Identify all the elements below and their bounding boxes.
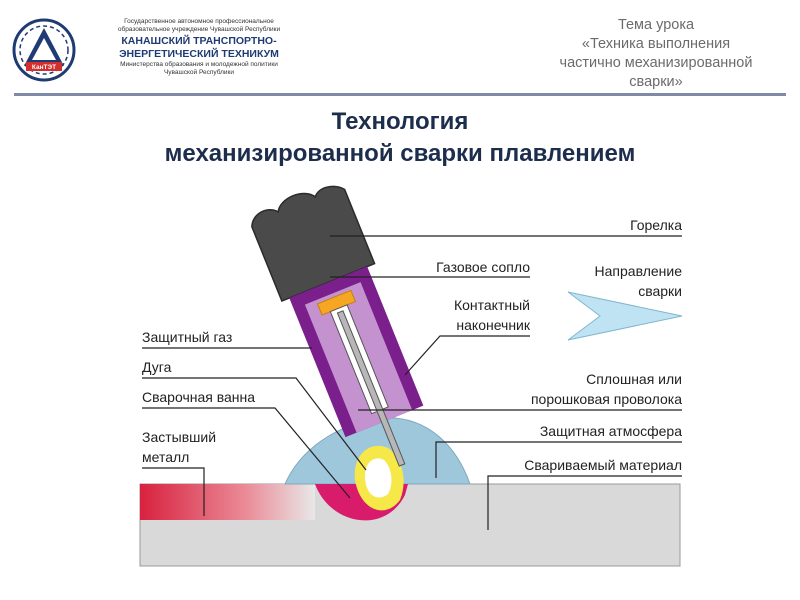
org-name-1: КАНАШСКИЙ ТРАНСПОРТНО- xyxy=(121,35,277,47)
leader-atmosphere xyxy=(435,441,682,478)
topic-line-2: частично механизированной xyxy=(559,55,753,71)
label-contact-1: Контактный xyxy=(454,297,530,313)
title-line-2: механизированной сварки плавлением xyxy=(164,140,636,167)
org-line-2: образовательное учреждение Чувашской Рес… xyxy=(117,26,281,33)
label-torch: Горелка xyxy=(630,217,682,233)
label-nozzle: Газовое сопло xyxy=(436,259,530,275)
torch-assembly xyxy=(251,185,424,467)
title-line-1: Технология xyxy=(331,108,469,135)
electrode-wire xyxy=(336,310,406,467)
direction-arrow xyxy=(567,291,683,341)
label-contact-2: наконечник xyxy=(456,317,530,333)
header-divider xyxy=(14,93,786,96)
topic-label: Тема урока xyxy=(617,17,695,33)
leader-pool xyxy=(142,407,351,499)
organization-block: Государственное автономное профессиональ… xyxy=(84,18,314,77)
org-line-1: Государственное автономное профессиональ… xyxy=(124,18,274,25)
college-logo: КанТЭТ xyxy=(12,18,76,82)
org-line-3: Министерства образования и молодежной по… xyxy=(120,61,278,68)
solidified-metal xyxy=(140,484,315,520)
leader-solid xyxy=(142,467,205,516)
lesson-topic: Тема урока «Техника выполнения частично … xyxy=(526,16,786,92)
org-line-4: Чувашской Республики xyxy=(163,69,235,76)
topic-line-3: сварки» xyxy=(629,74,683,90)
label-arc: Дуга xyxy=(142,359,172,375)
label-shield-gas: Защитный газ xyxy=(142,329,232,345)
arc-core xyxy=(364,458,392,498)
label-weld-pool: Сварочная ванна xyxy=(142,389,255,405)
slide-title: Технология механизированной сварки плавл… xyxy=(0,106,800,170)
label-atmosphere: Защитная атмосфера xyxy=(540,423,682,439)
label-solid-2: металл xyxy=(142,449,189,465)
label-wire-1: Сплошная или xyxy=(586,371,682,387)
label-direction-1: Направление xyxy=(595,263,683,279)
label-direction-2: сварки xyxy=(638,283,682,299)
leader-arc xyxy=(142,377,367,471)
label-wire-2: порошковая проволока xyxy=(531,391,682,407)
label-base-material: Свариваемый материал xyxy=(524,457,682,473)
org-name-2: ЭНЕРГЕТИЧЕСКИЙ ТЕХНИКУМ xyxy=(119,48,279,60)
leader-contact xyxy=(404,335,530,376)
leader-base xyxy=(487,475,682,530)
torch-body xyxy=(251,185,376,302)
label-solid-1: Застывший xyxy=(142,429,216,445)
logo-text: КанТЭТ xyxy=(32,64,56,71)
topic-line-1: «Техника выполнения xyxy=(581,36,731,52)
